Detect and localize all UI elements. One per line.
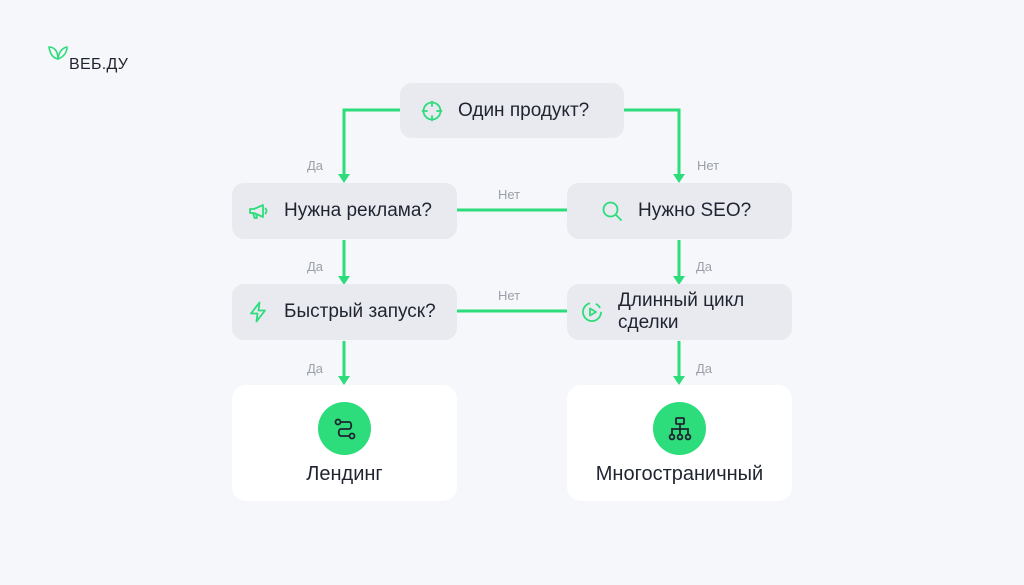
edge-label-seo-yes: Да (696, 259, 713, 274)
brand-name: ВЕБ.ДУ (69, 56, 129, 73)
edge-label-one-product-yes: Да (307, 158, 324, 173)
node-one-product: Один продукт? (400, 83, 624, 138)
search-icon (602, 201, 622, 221)
edge-label-ads-no: Нет (498, 187, 521, 202)
connector-one-product-to-seo (624, 108, 681, 175)
node-fast-launch: Быстрый запуск? (232, 284, 457, 340)
result-multipage: Многостраничный (567, 385, 792, 501)
result-label: Многостраничный (595, 463, 764, 485)
edge-label-fast-no: Нет (498, 288, 521, 303)
node-label: Длинный цикл сделки (618, 290, 745, 333)
node-label: Нужна реклама? (284, 200, 432, 221)
crosshair-icon (421, 100, 443, 121)
arrowhead (673, 276, 685, 285)
megaphone-icon (249, 204, 268, 219)
node-need-seo: Нужно SEO? (567, 183, 792, 239)
result-landing: Лендинг (232, 385, 457, 501)
edge-label-fast-yes: Да (307, 361, 324, 376)
arrowhead (673, 174, 685, 183)
arrowhead (338, 174, 350, 183)
sitemap-icon (668, 416, 691, 440)
route-icon (334, 418, 355, 439)
edge-label-one-product-no: Нет (697, 158, 720, 173)
connector-one-product-to-ads (342, 108, 400, 175)
play-circle-icon (582, 302, 602, 322)
node-label: Быстрый запуск? (284, 301, 436, 322)
arrowhead (673, 376, 685, 385)
node-label: Один продукт? (458, 99, 590, 121)
result-badge (653, 402, 706, 455)
edge-label-ads-yes: Да (307, 259, 324, 274)
leaf-icon (48, 46, 68, 60)
node-long-cycle: Длинный цикл сделки (567, 284, 792, 340)
result-label: Лендинг (306, 463, 383, 485)
node-label: Нужно SEO? (638, 200, 752, 221)
result-badge (318, 402, 371, 455)
arrowhead (338, 276, 350, 285)
node-need-ads: Нужна реклама? (232, 183, 457, 239)
edge-label-long-yes: Да (696, 361, 713, 376)
arrowhead (338, 376, 350, 385)
lightning-icon (250, 301, 266, 323)
brand-logo: ВЕБ.ДУ (47, 44, 137, 74)
